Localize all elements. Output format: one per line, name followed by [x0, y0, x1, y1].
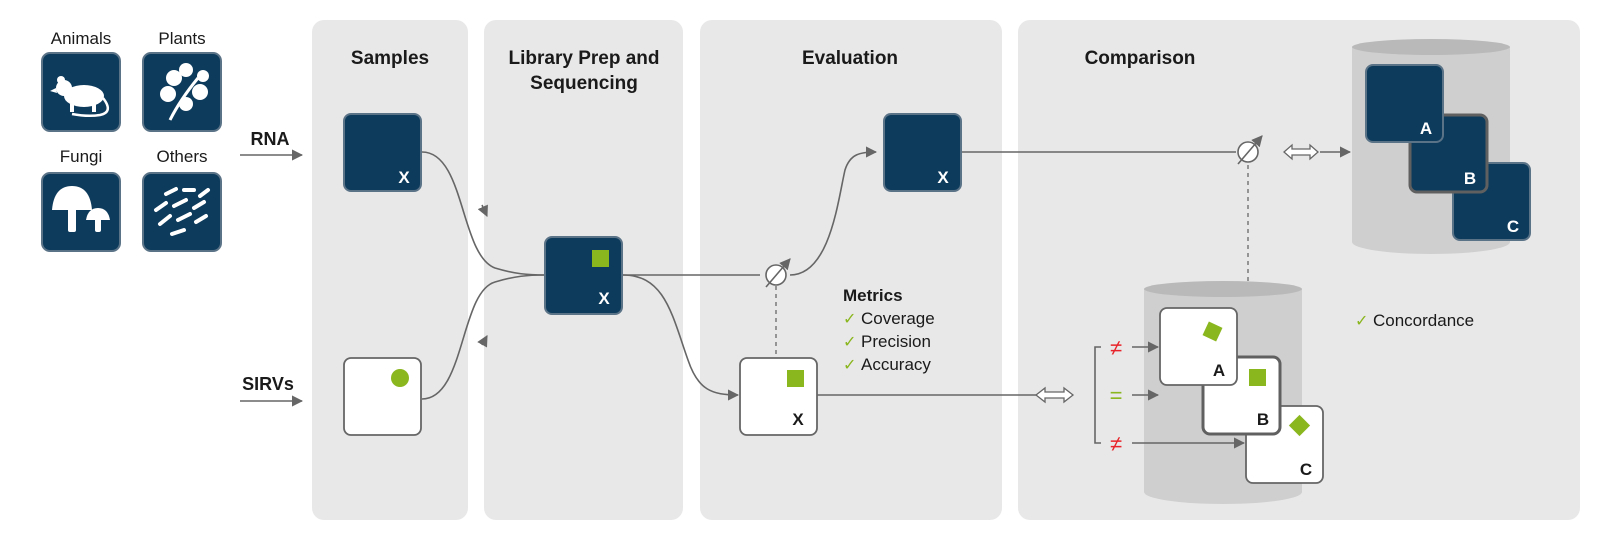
box-label-a: A — [1213, 361, 1225, 380]
metrics-title: Metrics — [843, 286, 903, 305]
input-label-rna: RNA — [251, 129, 290, 149]
library-box: X — [544, 236, 623, 315]
comparison-bracket — [1094, 346, 1101, 444]
evaluation-box-bottom: X — [739, 357, 818, 436]
flow-library-to-eval-bottom — [622, 274, 740, 401]
organism-label-animals: Animals — [51, 29, 111, 48]
sirv-dot — [391, 369, 409, 387]
box-label-x: X — [792, 410, 804, 429]
empty-set-symbol-eval — [765, 258, 791, 288]
sirv-square — [1249, 369, 1266, 386]
flow-eval-to-top-x — [789, 146, 878, 276]
animals-icon — [41, 52, 121, 132]
organism-label-others: Others — [156, 147, 207, 166]
stage-title-evaluation: Evaluation — [802, 48, 898, 69]
concordance-label: Concordance — [1373, 311, 1474, 330]
flow-sirvs-to-library — [421, 274, 546, 400]
check-icon: ✓ — [843, 311, 856, 328]
others-icon — [142, 172, 222, 252]
double-arrow-bottom — [1034, 386, 1075, 404]
organism-label-plants: Plants — [158, 29, 205, 48]
sirv-square — [592, 250, 609, 267]
box-label-x: X — [937, 168, 949, 187]
organism-label-fungi: Fungi — [60, 147, 103, 166]
fungi-icon — [41, 172, 121, 252]
stage-title-samples: Samples — [351, 48, 429, 69]
stage-title-library-line2: Sequencing — [530, 73, 638, 94]
flow-arrow-sirvs — [477, 335, 488, 348]
flow-arrow-rna — [477, 204, 488, 218]
metric-accuracy: Accuracy — [861, 355, 931, 374]
not-equal-symbol-a: ≠ — [1110, 335, 1122, 360]
metric-precision: Precision — [861, 332, 931, 351]
plants-icon — [142, 52, 222, 132]
sample-box-rna: X — [343, 113, 422, 192]
db-box-a-top: A — [1365, 64, 1444, 143]
box-label-x: X — [598, 289, 610, 308]
stage-title-library-line1: Library Prep and — [509, 48, 660, 69]
double-arrow-top — [1283, 143, 1319, 161]
check-icon: ✓ — [1355, 313, 1368, 330]
flow-rna-to-library — [421, 151, 546, 276]
box-label-c: C — [1507, 217, 1519, 236]
empty-set-symbol-comparison — [1237, 135, 1263, 165]
box-label-b: B — [1257, 410, 1269, 429]
metric-coverage: Coverage — [861, 309, 935, 328]
db-box-a-bottom: A — [1159, 307, 1238, 386]
input-label-sirvs: SIRVs — [242, 374, 294, 394]
check-icon: ✓ — [843, 334, 856, 351]
box-label-b: B — [1464, 169, 1476, 188]
evaluation-box-top: X — [883, 113, 962, 192]
sample-box-sirvs — [343, 357, 422, 436]
not-equal-symbol-c: ≠ — [1110, 431, 1122, 456]
sirv-diamond — [1202, 321, 1223, 342]
box-label-c: C — [1300, 460, 1312, 479]
evaluation-panel — [700, 20, 1002, 520]
box-label-a: A — [1420, 119, 1432, 138]
check-icon: ✓ — [843, 357, 856, 374]
samples-panel — [312, 20, 468, 520]
stage-title-comparison: Comparison — [1085, 48, 1196, 69]
equal-symbol-b: = — [1110, 383, 1123, 408]
sirv-square — [787, 370, 804, 387]
box-label-x: X — [398, 168, 410, 187]
